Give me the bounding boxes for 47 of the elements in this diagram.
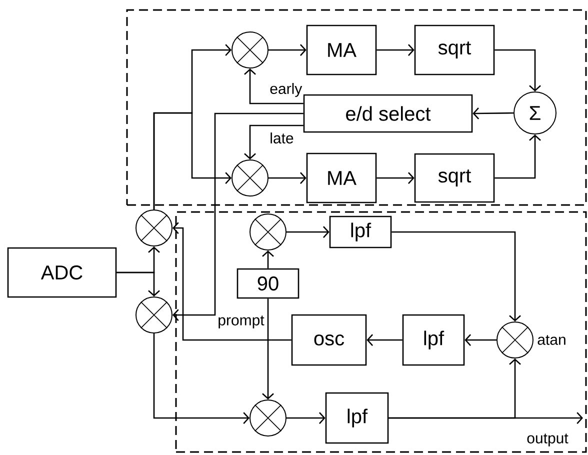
node-caption: atan	[538, 335, 566, 345]
arrow	[116, 272, 160, 296]
multiplier-circle	[250, 214, 286, 250]
block-box: MA	[306, 24, 377, 76]
block-box: osc	[291, 314, 367, 366]
arrow	[366, 334, 402, 346]
arrow	[286, 412, 326, 424]
arrow	[494, 134, 541, 179]
edge-label: late	[268, 132, 295, 144]
arrow	[172, 112, 304, 321]
block-box: 90	[236, 268, 300, 299]
block-box: sqrt	[414, 153, 495, 203]
arrow	[464, 334, 496, 346]
arrow	[153, 112, 232, 210]
arrow	[268, 44, 306, 56]
multiplier-circle	[136, 210, 172, 246]
dashed-group-frame	[126, 9, 587, 206]
arrow	[172, 222, 292, 341]
arrow	[388, 412, 583, 424]
arrow	[494, 49, 541, 92]
multiplier-circle	[136, 296, 172, 334]
arrow	[392, 231, 521, 322]
arrow	[268, 172, 306, 184]
block-box: lpf	[325, 392, 389, 444]
block-box: ADC	[7, 247, 117, 298]
arrow	[376, 44, 414, 56]
arrow	[244, 68, 304, 104]
arrow	[153, 334, 250, 424]
arrow	[376, 172, 414, 184]
multiplier-circle	[232, 32, 268, 68]
arrow	[244, 124, 304, 160]
dashed-group-frame	[175, 211, 587, 453]
block-box: lpf	[329, 216, 392, 248]
arrow	[472, 108, 514, 120]
multiplier-circle	[232, 160, 268, 196]
arrow	[262, 298, 274, 400]
block-box: lpf	[402, 314, 465, 366]
block-box: sqrt	[414, 24, 495, 76]
multiplier-circle	[496, 322, 534, 358]
multiplier-circle	[250, 400, 286, 436]
block-box: e/d select	[303, 94, 473, 133]
edge-label: prompt	[216, 314, 266, 330]
block-box: MA	[306, 152, 377, 204]
arrow	[262, 250, 274, 268]
arrow	[286, 226, 330, 238]
edge-label: output	[526, 432, 570, 448]
edge-label: early	[268, 82, 304, 98]
